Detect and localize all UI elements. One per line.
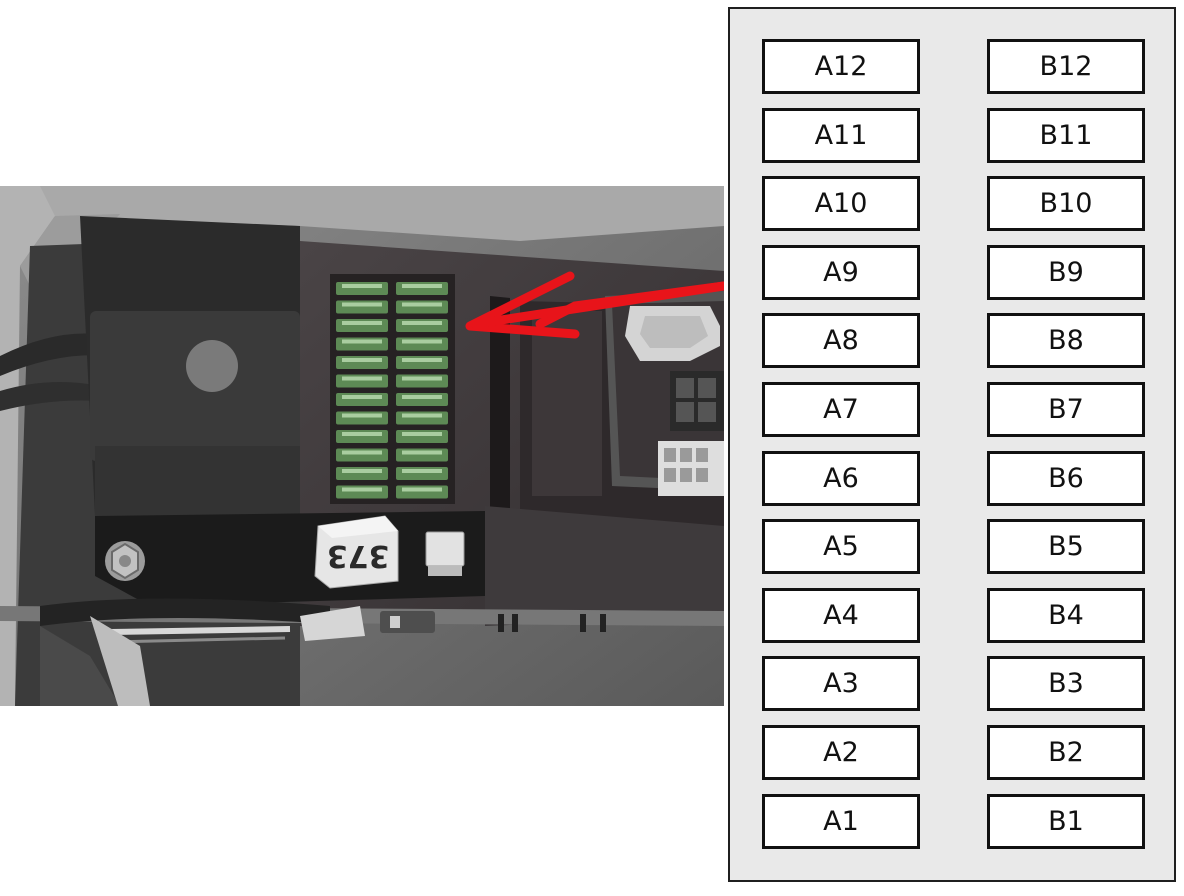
photo-fuse-highlight	[402, 358, 442, 362]
photo-fuse-highlight	[342, 469, 382, 473]
relay-label: 373	[327, 538, 390, 573]
photo-fuse-highlight	[342, 487, 382, 492]
fuse-slot-a1: A1	[762, 793, 920, 849]
fuse-slot-b1: B1	[987, 793, 1145, 849]
fuse-rows	[336, 282, 448, 499]
red-pointer-arrow-icon	[465, 271, 724, 339]
photo-fuse-highlight	[402, 376, 442, 381]
bolt-icon	[105, 541, 145, 581]
photo-fuse	[396, 430, 448, 443]
photo-fuse	[396, 337, 448, 351]
photo-fuse	[396, 411, 448, 425]
photo-fuse-highlight	[402, 469, 442, 473]
photo-fuse-highlight	[342, 413, 382, 418]
fuse-box-location-illustration: 373	[0, 186, 724, 706]
small-relay	[425, 531, 465, 567]
fuse-column-b: B12 B11 B10 B9 B8 B7 B6 B5 B4 B3 B2 B1	[987, 39, 1145, 862]
left-frame	[0, 186, 55, 706]
fuse-slot-a12: A12	[762, 39, 920, 94]
photo-fuse-highlight	[402, 432, 442, 436]
photo-fuse	[336, 319, 388, 332]
fuse-slot-b4: B4	[987, 587, 1145, 643]
fuse-layout-panel: A12 A11 A10 A9 A8 A7 A6 A5 A4 A3 A2 A1 B…	[728, 7, 1176, 882]
fuse-slot-b6: B6	[987, 450, 1145, 506]
photo-fuse	[336, 467, 388, 480]
photo-fuse	[336, 374, 388, 388]
fuse-slot-a11: A11	[762, 107, 920, 163]
fuse-slot-b7: B7	[987, 381, 1145, 437]
photo-fuse	[336, 337, 388, 351]
photo-fuse	[336, 356, 388, 369]
fuse-slot-a9: A9	[762, 244, 920, 300]
fuse-slot-a5: A5	[762, 519, 920, 575]
photo-fuse-highlight	[402, 339, 442, 344]
photo-fuse-highlight	[342, 358, 382, 362]
photo-fuse-highlight	[402, 413, 442, 418]
photo-fuse	[336, 485, 388, 499]
photo-fuse-highlight	[402, 321, 442, 325]
fuse-slot-b11: B11	[987, 107, 1145, 163]
photo-fuse	[396, 282, 448, 295]
fuse-slot-a3: A3	[762, 656, 920, 712]
fuse-slot-b8: B8	[987, 313, 1145, 369]
photo-fuse	[396, 300, 448, 314]
fuse-slot-a6: A6	[762, 450, 920, 506]
fuse-slot-a10: A10	[762, 176, 920, 232]
photo-fuse	[396, 485, 448, 499]
fuse-slot-a2: A2	[762, 724, 920, 780]
photo-fuse-highlight	[342, 450, 382, 455]
fuse-slot-b2: B2	[987, 724, 1145, 780]
fuse-slot-a4: A4	[762, 587, 920, 643]
photo-fuse-highlight	[342, 339, 382, 344]
photo-fuse-highlight	[342, 395, 382, 399]
fuse-slot-b9: B9	[987, 244, 1145, 300]
module-knob	[186, 340, 238, 392]
photo-fuse-highlight	[342, 432, 382, 436]
photo-fuse	[396, 356, 448, 369]
fuse-slot-a7: A7	[762, 381, 920, 437]
photo-fuse	[336, 300, 388, 314]
photo-fuse-highlight	[342, 376, 382, 381]
photo-fuse	[336, 448, 388, 462]
photo-fuse	[336, 430, 388, 443]
relay-373: 373	[314, 515, 399, 589]
photo-fuse-highlight	[402, 487, 442, 492]
photo-fuse-highlight	[402, 284, 442, 288]
photo-fuse	[396, 374, 448, 388]
photo-fuse	[396, 319, 448, 332]
photo-fuse-highlight	[342, 321, 382, 325]
photo-fuse-highlight	[342, 302, 382, 307]
fuse-slot-b12: B12	[987, 39, 1145, 94]
fuse-slot-a8: A8	[762, 313, 920, 369]
photo-fuse-highlight	[402, 450, 442, 455]
fuse-slot-b3: B3	[987, 656, 1145, 712]
cable-bundle	[40, 598, 330, 626]
photo-fuse	[396, 467, 448, 480]
fuse-column-a: A12 A11 A10 A9 A8 A7 A6 A5 A4 A3 A2 A1	[762, 39, 920, 862]
fuse-slot-b10: B10	[987, 176, 1145, 232]
photo-fuse-highlight	[402, 302, 442, 307]
photo-fuse-highlight	[402, 395, 442, 399]
photo-fuse	[336, 393, 388, 406]
dash-trim	[0, 186, 724, 246]
photo-fuse	[336, 282, 388, 295]
photo-fuse	[336, 411, 388, 425]
photo-fuse-highlight	[342, 284, 382, 288]
fuse-slot-b5: B5	[987, 519, 1145, 575]
photo-fuse	[396, 448, 448, 462]
photo-fuse	[396, 393, 448, 406]
